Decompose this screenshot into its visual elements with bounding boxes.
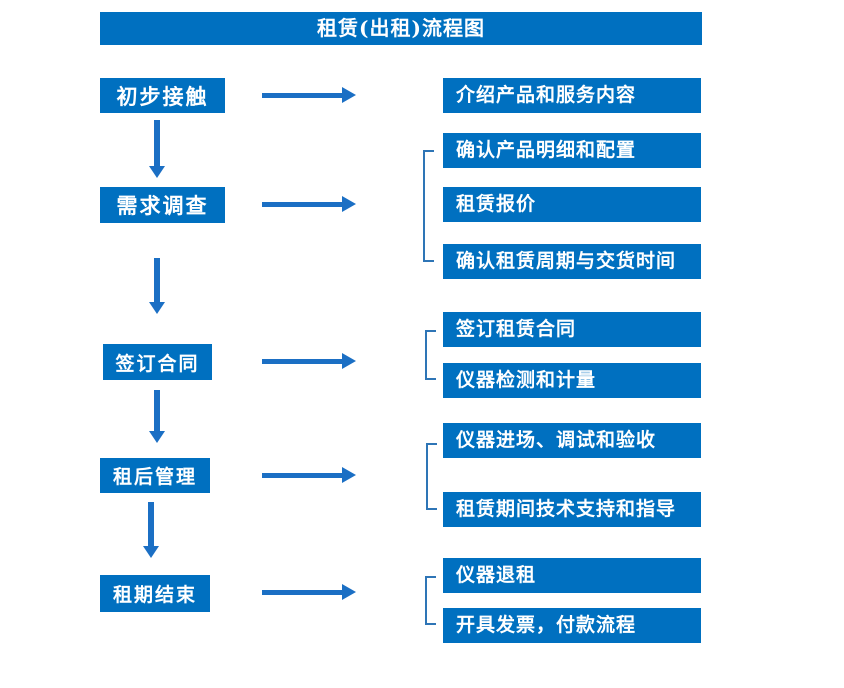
down-arrow-1 [149,120,165,178]
right-arrow-row2 [262,196,356,212]
right-arrow-row1 [262,87,356,103]
right-arrow-row4 [262,467,356,483]
detail-box-introduce-products: 介绍产品和服务内容 [443,78,701,113]
bracket-row4 [426,443,437,510]
stage-box-sign-contract: 签订合同 [103,344,212,380]
stage-box-demand-survey: 需求调查 [100,187,225,223]
flowchart-title: 租赁(出租)流程图 [100,12,702,45]
right-arrow-row5 [262,584,356,600]
detail-box-sign-rental-contract: 签订租赁合同 [443,312,701,347]
detail-box-instrument-return: 仪器退租 [443,558,701,593]
detail-box-invoice-payment: 开具发票，付款流程 [443,608,701,643]
bracket-row3 [425,330,436,380]
bracket-row2 [423,150,434,262]
stage-box-post-rental-management: 租后管理 [100,458,210,493]
down-arrow-4 [143,502,159,558]
detail-box-instrument-setup-acceptance: 仪器进场、调试和验收 [443,423,701,458]
detail-box-confirm-product-config: 确认产品明细和配置 [443,133,701,168]
down-arrow-2 [149,258,165,314]
right-arrow-row3 [262,353,356,369]
detail-box-rental-quotation: 租赁报价 [443,187,701,222]
detail-box-technical-support: 租赁期间技术支持和指导 [443,492,701,527]
stage-box-initial-contact: 初步接触 [100,78,225,113]
stage-box-rental-end: 租期结束 [100,575,210,612]
detail-box-instrument-testing: 仪器检测和计量 [443,363,701,398]
detail-box-confirm-period-delivery: 确认租赁周期与交货时间 [443,244,701,279]
bracket-row5 [425,576,436,625]
down-arrow-3 [149,390,165,443]
